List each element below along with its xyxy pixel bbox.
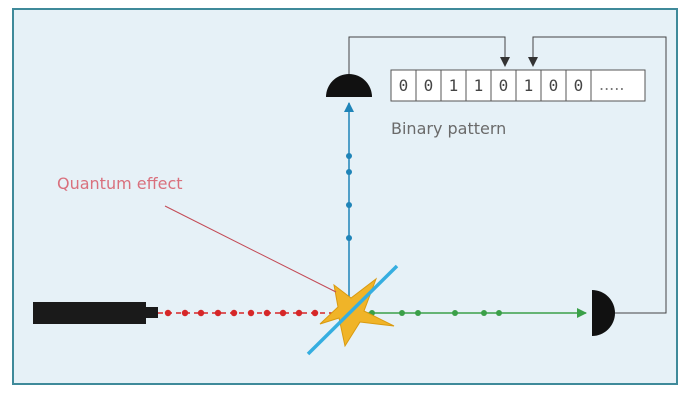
- transmitted-beam: [350, 308, 587, 318]
- quantum-effect-flash: [319, 277, 395, 348]
- beam-splitter: [306, 264, 399, 356]
- quantum-effect-pointer: [164, 205, 337, 293]
- quantum-effect-label: Quantum effect: [57, 174, 183, 193]
- bits-trailer: .....: [599, 75, 624, 94]
- bit-value: 0: [424, 76, 434, 95]
- laser-source: [33, 302, 158, 324]
- blue-photon-dots: [346, 153, 352, 241]
- binary-pattern-label: Binary pattern: [391, 119, 506, 138]
- top-detector-wire: [348, 36, 510, 74]
- red-photon-dots: [164, 309, 319, 317]
- incident-photon-beam: [158, 309, 336, 317]
- top-detector: [326, 74, 372, 97]
- bit-value: 0: [499, 76, 509, 95]
- reflected-beam: [344, 102, 354, 310]
- bit-value: 0: [574, 76, 584, 95]
- bit-value: 0: [549, 76, 559, 95]
- right-detector-wire: [528, 36, 667, 314]
- bit-value: 0: [399, 76, 409, 95]
- bit-value: 1: [524, 76, 534, 95]
- green-photon-dots: [369, 310, 502, 316]
- bit-value: 1: [474, 76, 484, 95]
- right-detector: [592, 290, 615, 336]
- bit-value: 1: [449, 76, 459, 95]
